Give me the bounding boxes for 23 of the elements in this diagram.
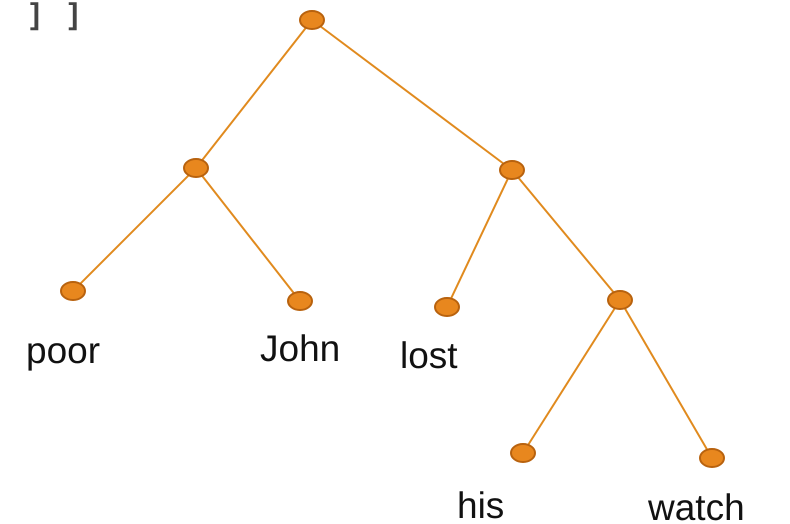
tree-node-dot (434, 297, 460, 317)
tree-branch-line (624, 308, 708, 450)
word-label: his (457, 487, 504, 524)
tree-branch-line (201, 27, 307, 161)
word-label: lost (400, 337, 458, 374)
tree-node-dot (287, 291, 313, 311)
tree-branch-line (201, 175, 295, 294)
tree-branch-line (527, 308, 616, 446)
tree-node-dot (699, 448, 725, 468)
tree-branch-line (80, 174, 190, 284)
tree-node-dot (183, 158, 209, 178)
word-label: watch (648, 489, 745, 524)
word-label: poor (26, 332, 100, 369)
tree-branch-line (518, 177, 614, 293)
tree-branch-line (320, 26, 504, 164)
bracket-text: ] ] (30, 0, 88, 30)
tree-branch-line (450, 178, 509, 299)
tree-node-dot (299, 10, 325, 30)
tree-node-dot (607, 290, 633, 310)
tree-node-dot (499, 160, 525, 180)
tree-node-dot (60, 281, 86, 301)
tree-node-dot (510, 443, 536, 463)
word-label: John (260, 330, 340, 367)
